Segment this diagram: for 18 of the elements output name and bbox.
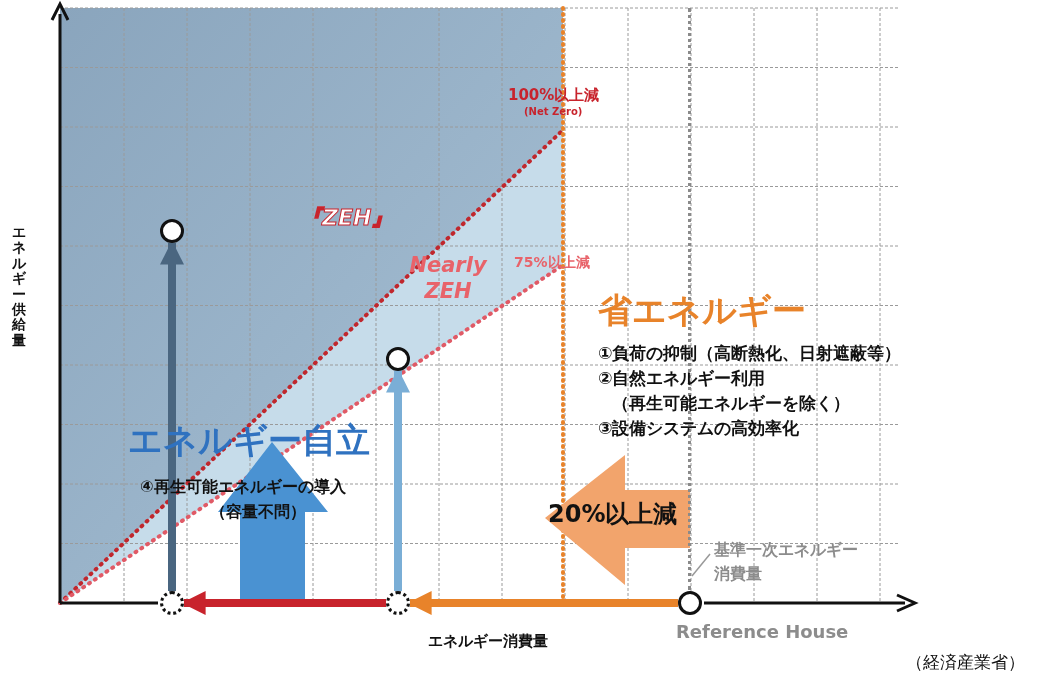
measure-text: ③設備システムの高効率化: [598, 418, 800, 439]
reduction-note: (Net Zero): [524, 106, 583, 118]
annotation-text: 基準一次エネルギー消費量: [714, 539, 859, 585]
measure-text: ②自然エネルギー利用: [598, 368, 766, 389]
reduction-label: 75%以上減: [514, 254, 590, 271]
measure-text: ①負荷の抑制（高断熱化、日射遮蔽等）: [598, 343, 902, 364]
dotted-circle-marker: [160, 591, 184, 615]
reference-label: Reference House: [676, 621, 849, 643]
circle-marker: [678, 591, 702, 615]
zeh-label: 『ZEH』: [300, 205, 394, 232]
axis-title: エネルギー供給量: [12, 225, 26, 349]
section-heading: 省エネルギー: [598, 290, 806, 331]
reduction-label: 20%以上減: [548, 500, 678, 529]
dotted-circle-marker: [386, 591, 410, 615]
reduction-label: 100%以上減: [508, 86, 600, 104]
source-note: （経済産業省）: [906, 652, 1025, 673]
measure-text: （再生可能エネルギーを除く）: [612, 393, 850, 414]
leader-line: [691, 553, 711, 577]
